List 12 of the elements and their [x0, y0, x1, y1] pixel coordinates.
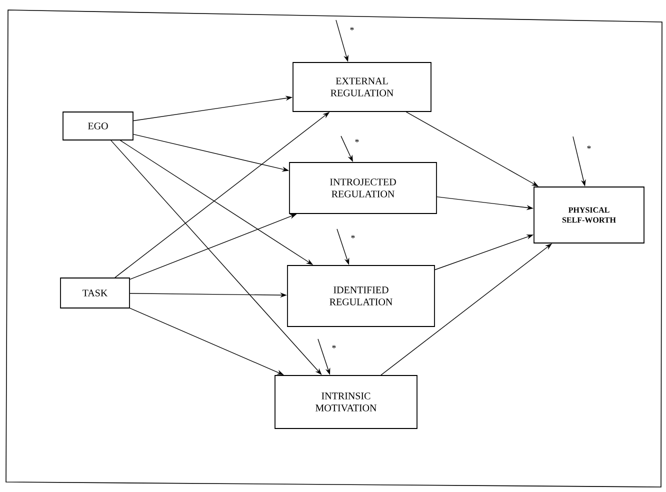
box: INTRINSIC MOTIVATION [274, 375, 418, 429]
box: INTROJECTED REGULATION [289, 162, 437, 214]
edge-label: * [332, 345, 336, 348]
box: TASK [60, 278, 130, 308]
box: IDENTIFIED REGULATION [287, 265, 435, 327]
edge-label: * [351, 235, 355, 238]
edge-label: * [355, 139, 359, 142]
edge-label: * [587, 146, 591, 149]
box: EGO [62, 112, 134, 140]
box: PHYSICAL SELF-WORTH [534, 186, 644, 244]
edge-label: * [350, 27, 354, 30]
box: EXTERNAL REGULATION [292, 62, 432, 112]
